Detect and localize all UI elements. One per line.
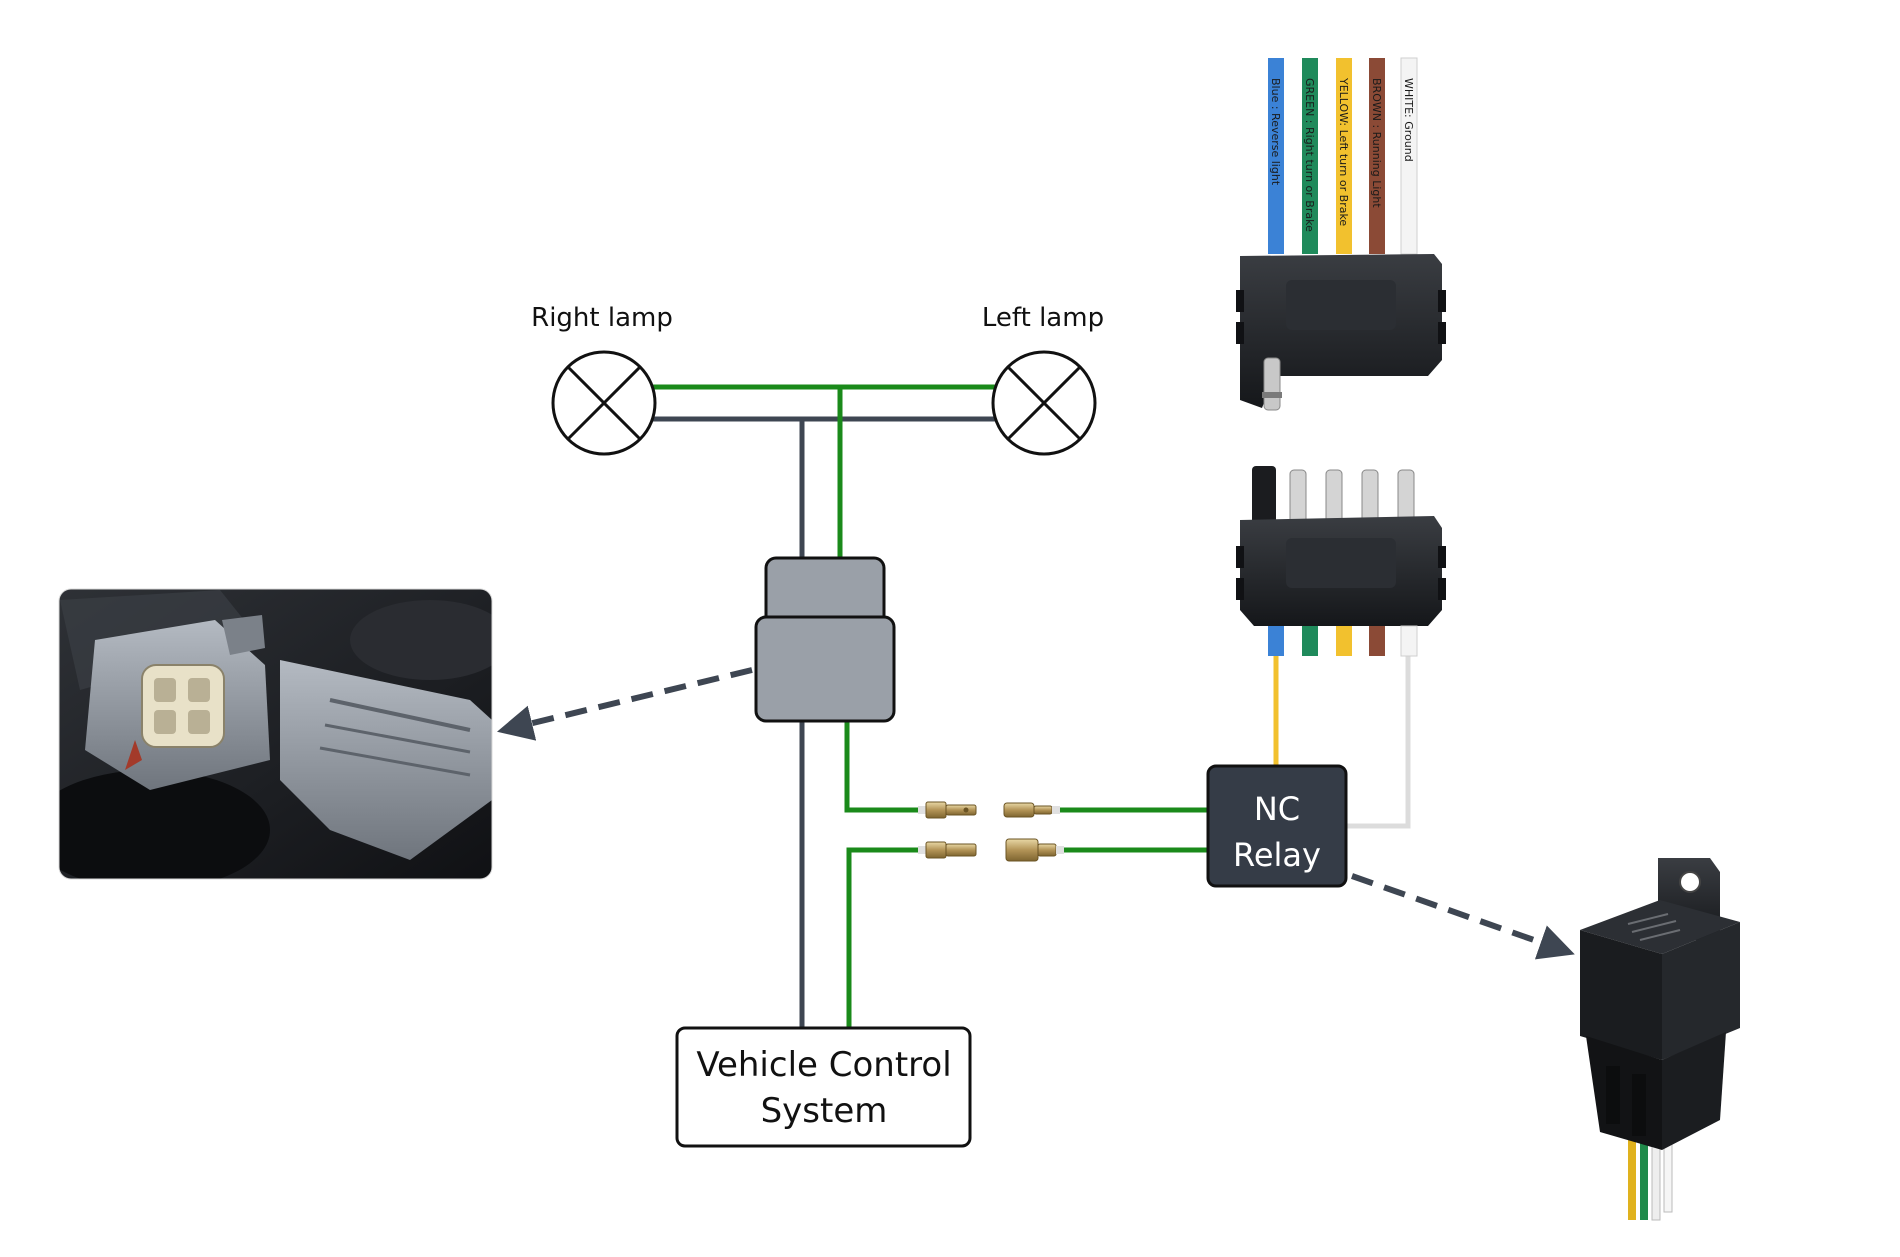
right-lamp-label: Right lamp (531, 303, 673, 333)
vehicle-control-label-line1: Vehicle Control (696, 1045, 951, 1085)
relay-label-line2: Relay (1233, 836, 1321, 874)
spade-terminals (918, 801, 1064, 862)
trailer-wire-label-green: GREEN : Right turn or Brake (1303, 78, 1316, 232)
spade-terminal-icon (1003, 802, 1060, 818)
trailer-wire-label-brown: BROWN : Running Light (1370, 78, 1383, 208)
nc-relay-box: NC Relay (1206, 764, 1348, 888)
schematic-wires (645, 384, 1411, 1031)
relay-to-photo-dashed-arrow-icon (1351, 873, 1575, 960)
harness-photo-frame (58, 588, 493, 880)
spade-terminal-icon (918, 841, 977, 859)
trailer-5-way-plug-photo: Blue : Reverse light GREEN : Right turn … (1222, 57, 1452, 657)
spade-terminal-icon (918, 801, 977, 819)
connector-to-photo-dashed-arrow-icon (497, 667, 753, 741)
vehicle-control-label-line2: System (761, 1091, 888, 1131)
right-lamp (551, 350, 657, 456)
left-lamp (991, 350, 1097, 456)
automotive-relay-photo (1580, 858, 1740, 1221)
left-lamp-label: Left lamp (982, 303, 1104, 333)
relay-label-line1: NC (1254, 790, 1300, 828)
trailer-wire-label-yellow: YELLOW: Left turn or Brake (1337, 77, 1350, 226)
trailer-white-ground-wire (1343, 647, 1411, 829)
spade-terminal-icon (1005, 838, 1064, 862)
lamp-harness-connector (754, 556, 896, 723)
vcs-green-to-spade-wire (846, 847, 921, 1031)
mount-hole-icon (1679, 871, 1701, 893)
connector-green-to-spade-wire (844, 719, 921, 813)
trailer-wire-label-white: WHITE: Ground (1402, 78, 1415, 162)
harness-connector-photo (59, 589, 492, 879)
vehicle-control-system-box: Vehicle Control System (675, 1026, 972, 1148)
trailer-wire-label-blue: Blue : Reverse light (1269, 78, 1282, 186)
